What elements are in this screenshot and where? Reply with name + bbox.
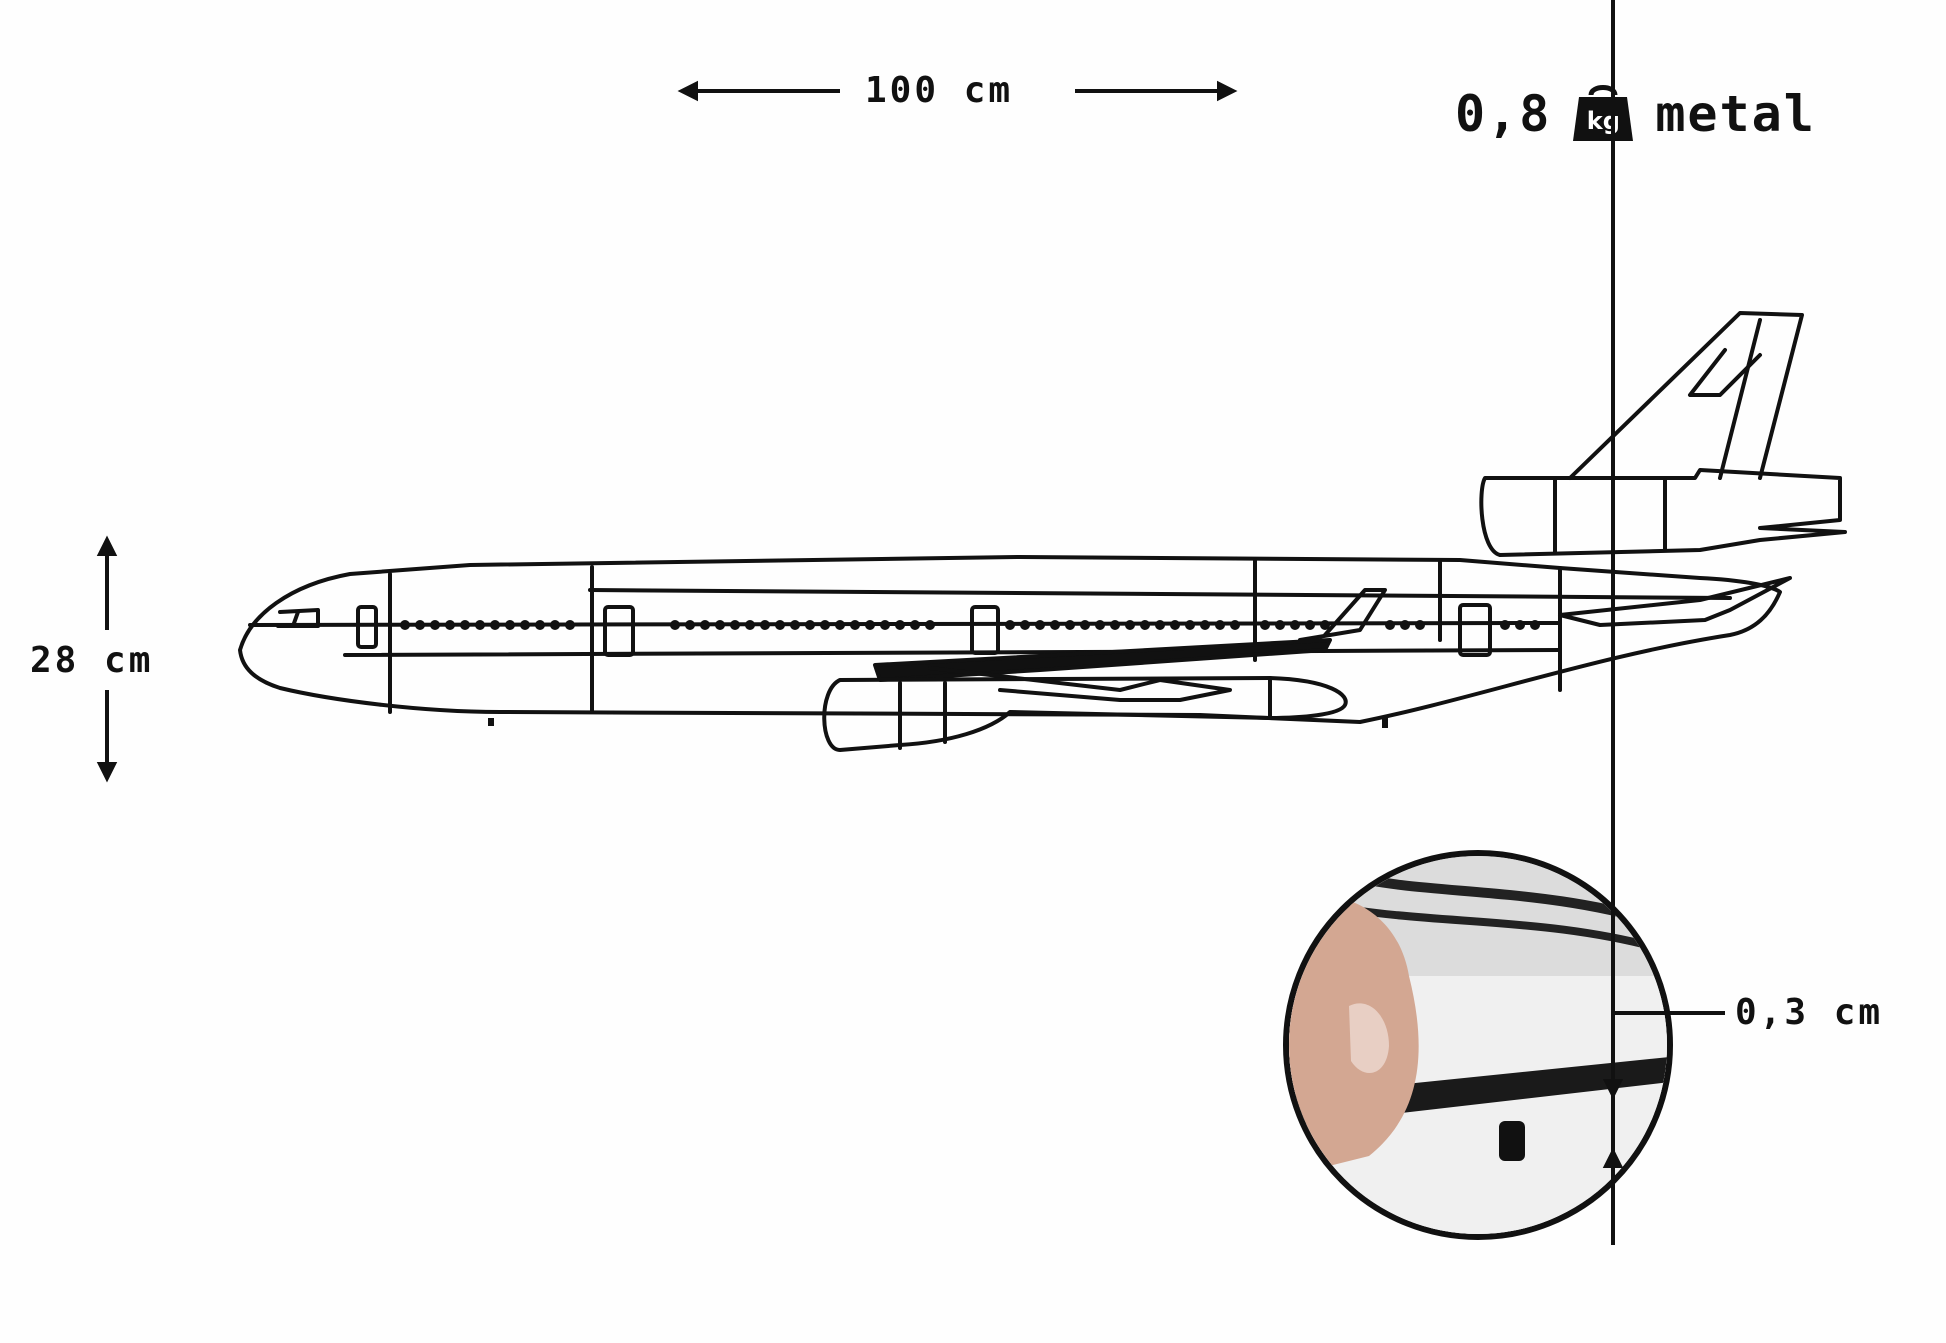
wing-engine [822,676,1348,752]
fuselage-outline [238,555,1782,724]
thickness-detail-inset [1283,850,1673,1240]
vertical-stabilizer [1568,311,1804,480]
material-label: metal [1655,85,1816,143]
thickness-dimension-label: 0,3 cm [1735,992,1884,1033]
thickness-detail-photo [1289,856,1667,1234]
airplane-silhouette [238,311,1847,752]
height-dimension-label: 28 cm [30,640,154,681]
weight-value: 0,8 [1455,85,1552,143]
weight-bag-icon: kg [1569,83,1637,145]
weight-info: 0,8 kg metal [1455,82,1816,146]
double-arrow-horizontal-icon [677,80,1238,102]
tail-engine [1479,468,1847,557]
weight-unit-badge: kg [1586,107,1620,135]
double-arrow-vertical-icon [96,535,118,783]
width-dimension-label: 100 cm [865,70,1014,111]
